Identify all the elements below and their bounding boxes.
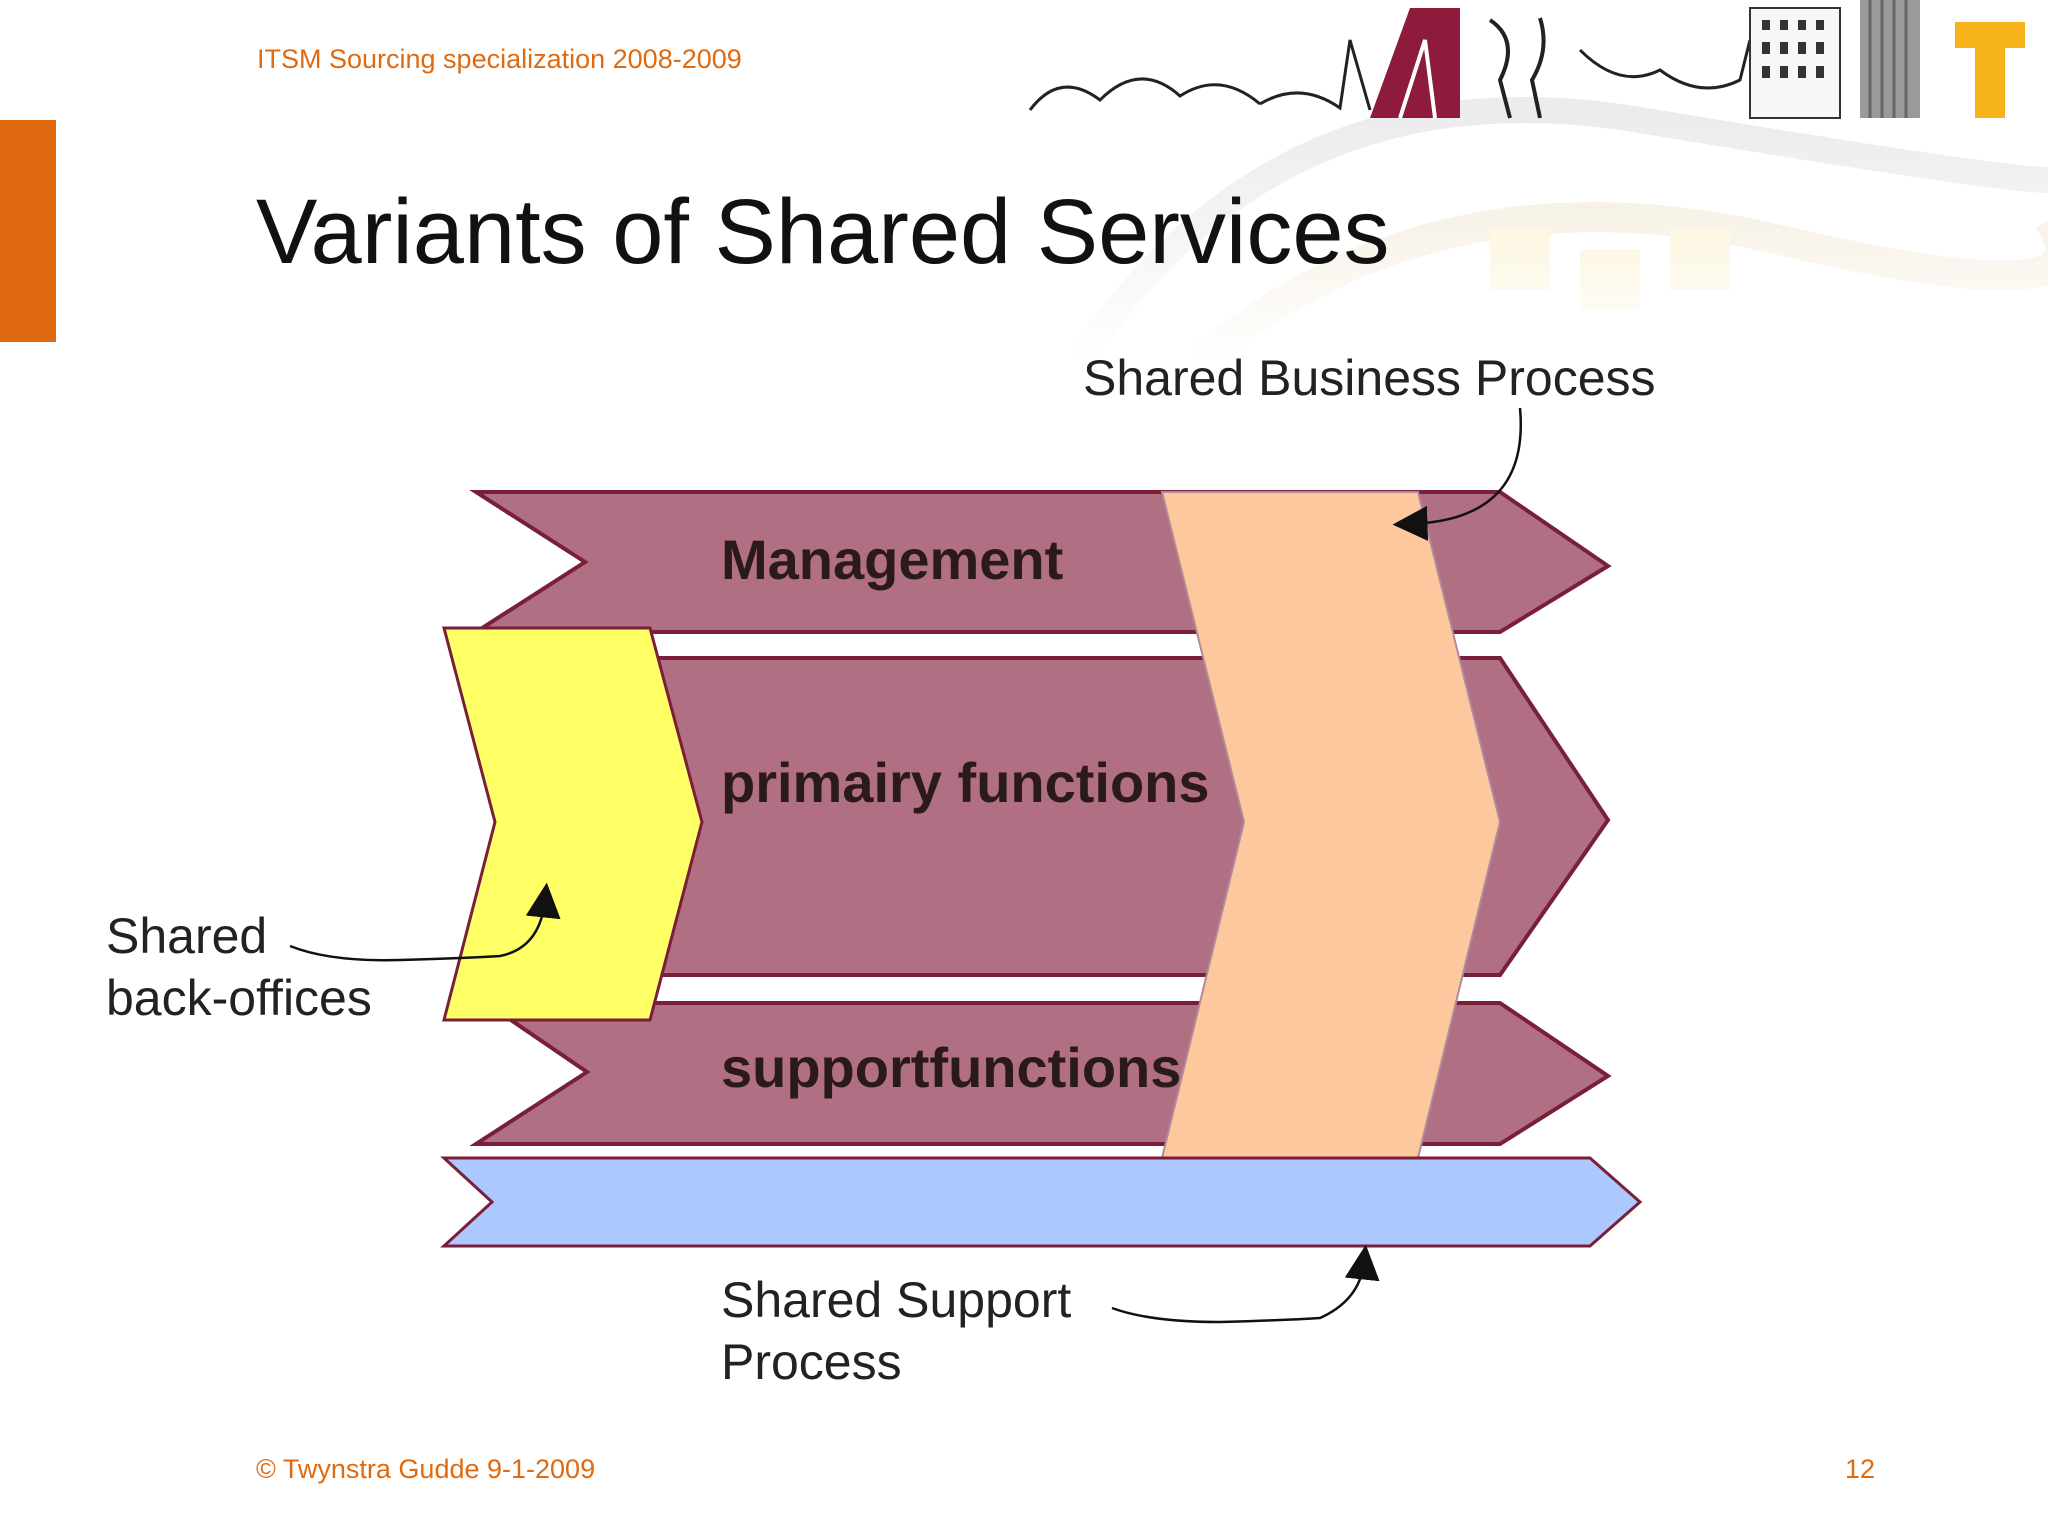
support-functions-label: supportfunctions: [721, 1036, 1182, 1099]
footer-copyright: © Twynstra Gudde 9-1-2009: [256, 1454, 596, 1484]
support-process-callout-arrow: [1111, 1244, 1380, 1324]
back-offices-callout-arrow: [289, 882, 561, 962]
primary-functions-label: primairy functions: [721, 751, 1210, 814]
shared-support-process-shape: [440, 1156, 1643, 1248]
back-offices-callout-line2: back-offices: [106, 970, 372, 1026]
management-label: Management: [721, 528, 1064, 591]
support-process-callout-line2: Process: [721, 1334, 902, 1390]
accent-bar: [0, 120, 56, 342]
slide-title: Variants of Shared Services: [256, 181, 1390, 283]
business-process-callout-arrow: [1392, 407, 1523, 541]
page-number: 12: [1845, 1454, 1876, 1484]
header-illustration: [1020, 0, 2048, 360]
back-offices-callout-line1: Shared: [106, 908, 268, 964]
support-process-callout-line1: Shared Support: [721, 1272, 1072, 1328]
shared-back-office-shape: [442, 626, 704, 1022]
business-process-callout: Shared Business Process: [1083, 350, 1656, 406]
header-label: ITSM Sourcing specialization 2008-2009: [257, 44, 742, 74]
